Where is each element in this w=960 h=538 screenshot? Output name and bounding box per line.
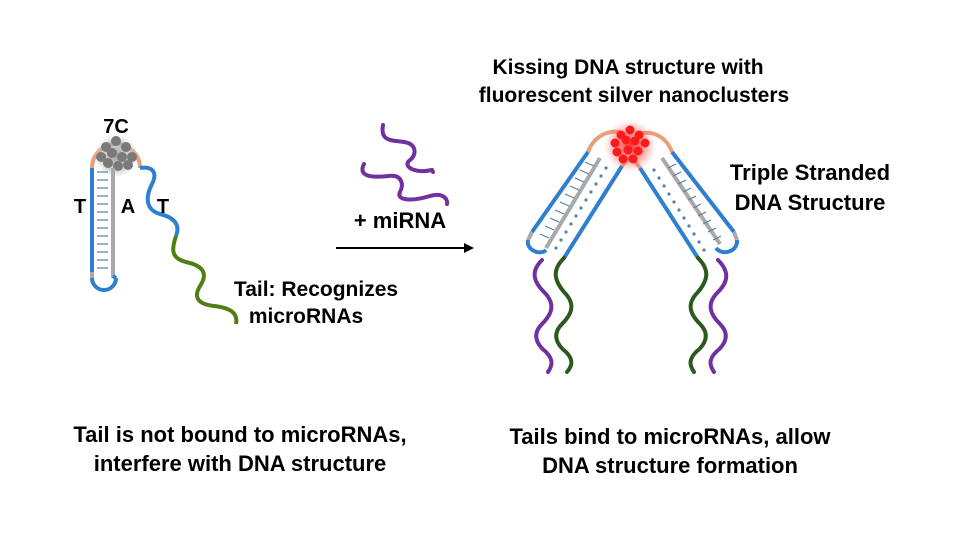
right-tail-green xyxy=(688,256,709,374)
tail-label-line1: Tail: Recognizes xyxy=(234,278,398,301)
right-arm-gray-strand xyxy=(660,156,722,246)
structure-title-line1: Kissing DNA structure with xyxy=(492,56,763,79)
left-arm xyxy=(525,129,630,260)
left-arm-outer-strand xyxy=(530,150,590,234)
side-label-line1: Triple Stranded xyxy=(730,160,890,185)
left-caption-line2: interfere with DNA structure xyxy=(94,451,387,476)
side-label-line2: DNA Structure xyxy=(735,190,886,215)
left-tail-green xyxy=(553,256,574,374)
stem-bottom-turn xyxy=(90,277,118,292)
mirna-strands xyxy=(360,123,450,206)
mirna-strand-2 xyxy=(360,162,450,206)
base-pair-rungs xyxy=(97,171,108,269)
mirna-strand-1 xyxy=(380,123,434,173)
left-arm-third-strand xyxy=(562,164,624,260)
right-arm xyxy=(632,130,739,260)
right-caption-line1: Tails bind to microRNAs, allow xyxy=(509,424,831,449)
right-tail-duplex xyxy=(688,256,729,374)
tail-strand-green xyxy=(171,235,239,325)
base-label-a: A xyxy=(121,196,135,218)
tail-label-line2: microRNAs xyxy=(249,305,363,328)
right-caption-line2: DNA structure formation xyxy=(542,453,798,478)
silver-nanocluster-gray xyxy=(96,136,137,171)
kissing-dna-structure xyxy=(525,120,739,374)
silver-nanocluster-red xyxy=(610,125,650,164)
left-arm-gray-strand xyxy=(544,156,602,250)
left-mirna-strand xyxy=(532,258,554,374)
right-arrow xyxy=(336,243,474,253)
hairpin-probe xyxy=(90,134,239,325)
structure-title-line2: fluorescent silver nanoclusters xyxy=(479,84,789,107)
reaction-label: + miRNA xyxy=(354,208,446,233)
base-label-t-right: T xyxy=(157,196,169,218)
right-arm-outer-strand xyxy=(670,150,736,234)
loop-label-7c: 7C xyxy=(103,116,129,138)
right-mirna-strand xyxy=(708,258,729,374)
left-tail-duplex xyxy=(532,256,574,374)
tail-strand-blue xyxy=(139,165,180,237)
base-label-t-left: T xyxy=(74,196,86,218)
right-arm-third-strand xyxy=(638,166,700,260)
left-caption-line1: Tail is not bound to microRNAs, xyxy=(73,422,406,447)
